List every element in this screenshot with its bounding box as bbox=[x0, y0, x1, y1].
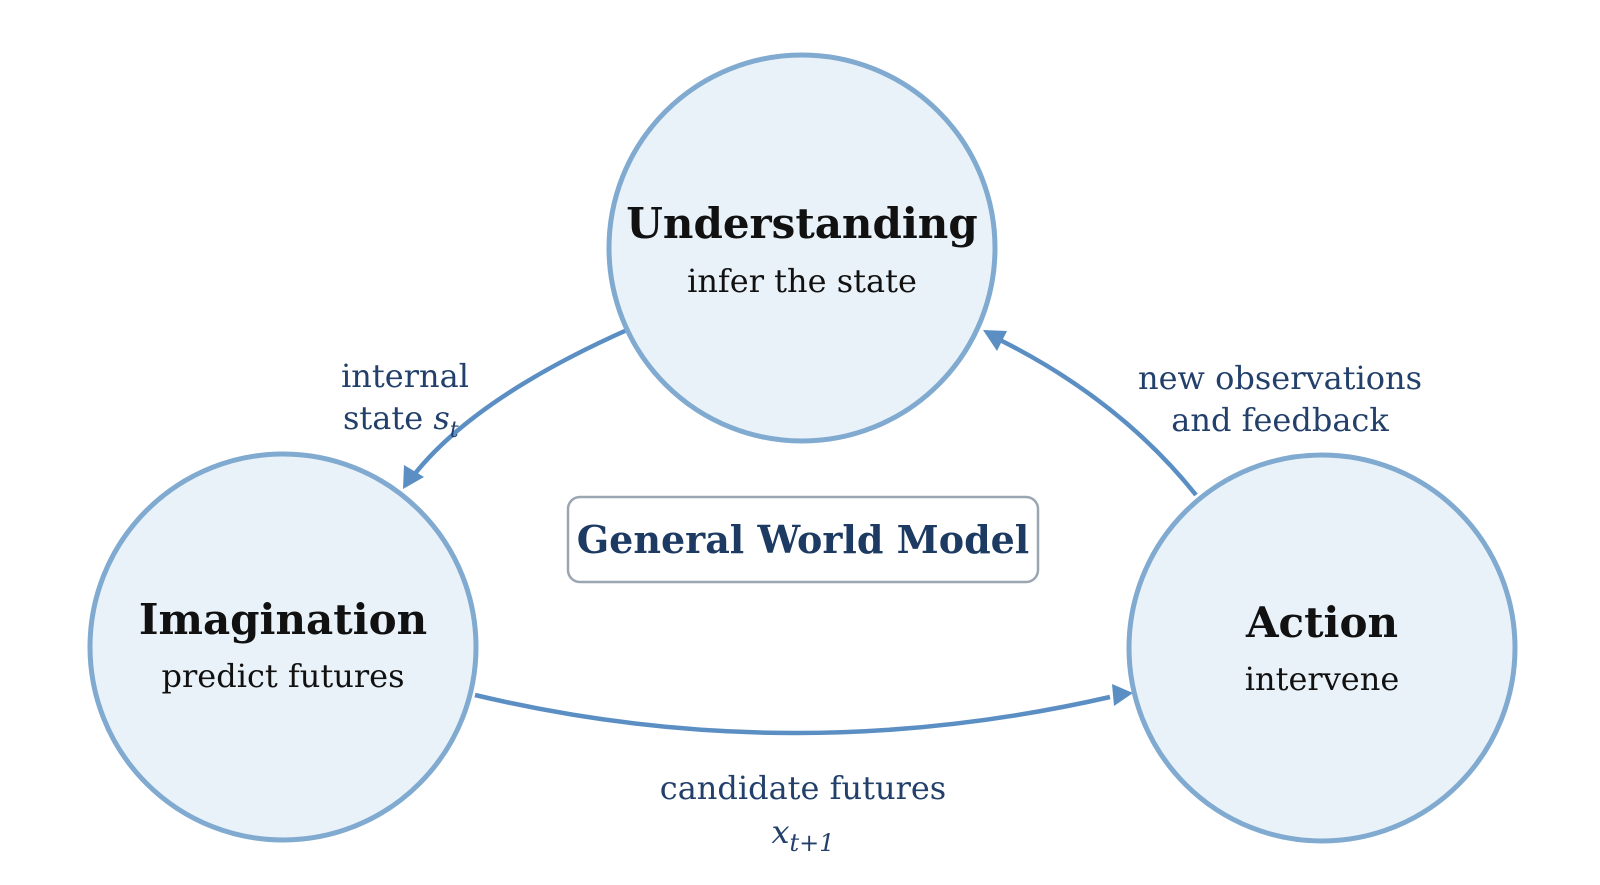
edge-label-candidate-line1: candidate futures bbox=[660, 769, 946, 807]
edge-action-to-understanding bbox=[983, 330, 1198, 497]
center-label-box: General World Model bbox=[566, 495, 1040, 584]
edge-label-candidate-futures: candidate futures xt+1 bbox=[660, 769, 946, 857]
node-understanding: Understanding infer the state bbox=[606, 52, 998, 444]
edge-label-state-word: state bbox=[343, 399, 433, 437]
edge-label-internal-line1: internal bbox=[341, 357, 469, 395]
node-action-title: Action bbox=[1245, 598, 1398, 647]
center-label: General World Model bbox=[577, 517, 1030, 562]
node-action: Action intervene bbox=[1126, 452, 1518, 844]
edge-label-internal-line2: state st bbox=[343, 399, 459, 443]
arrowhead-to-imagination bbox=[403, 465, 424, 489]
arrowhead-to-understanding bbox=[983, 330, 1007, 351]
math-s: s bbox=[433, 399, 449, 437]
edge-imagination-to-action bbox=[474, 684, 1133, 736]
node-action-subtitle: intervene bbox=[1245, 660, 1400, 698]
node-imagination-title: Imagination bbox=[139, 595, 427, 644]
edge-label-candidate-line2: xt+1 bbox=[771, 813, 834, 857]
edge-label-new-observations: new observations and feedback bbox=[1138, 359, 1422, 439]
arrowhead-to-action bbox=[1112, 684, 1133, 706]
node-understanding-title: Understanding bbox=[626, 199, 977, 248]
math-s-subscript: t bbox=[450, 418, 459, 443]
math-x: x bbox=[771, 813, 789, 851]
node-understanding-subtitle: infer the state bbox=[687, 262, 917, 300]
node-imagination: Imagination predict futures bbox=[87, 451, 479, 843]
math-x-subscript: t+1 bbox=[790, 829, 835, 857]
edge-understanding-to-imagination bbox=[403, 327, 628, 489]
edge-label-observations-line1: new observations bbox=[1138, 359, 1422, 397]
node-imagination-subtitle: predict futures bbox=[162, 657, 405, 695]
edge-label-internal-state: internal state st bbox=[341, 357, 469, 443]
edge-label-observations-line2: and feedback bbox=[1171, 401, 1389, 439]
